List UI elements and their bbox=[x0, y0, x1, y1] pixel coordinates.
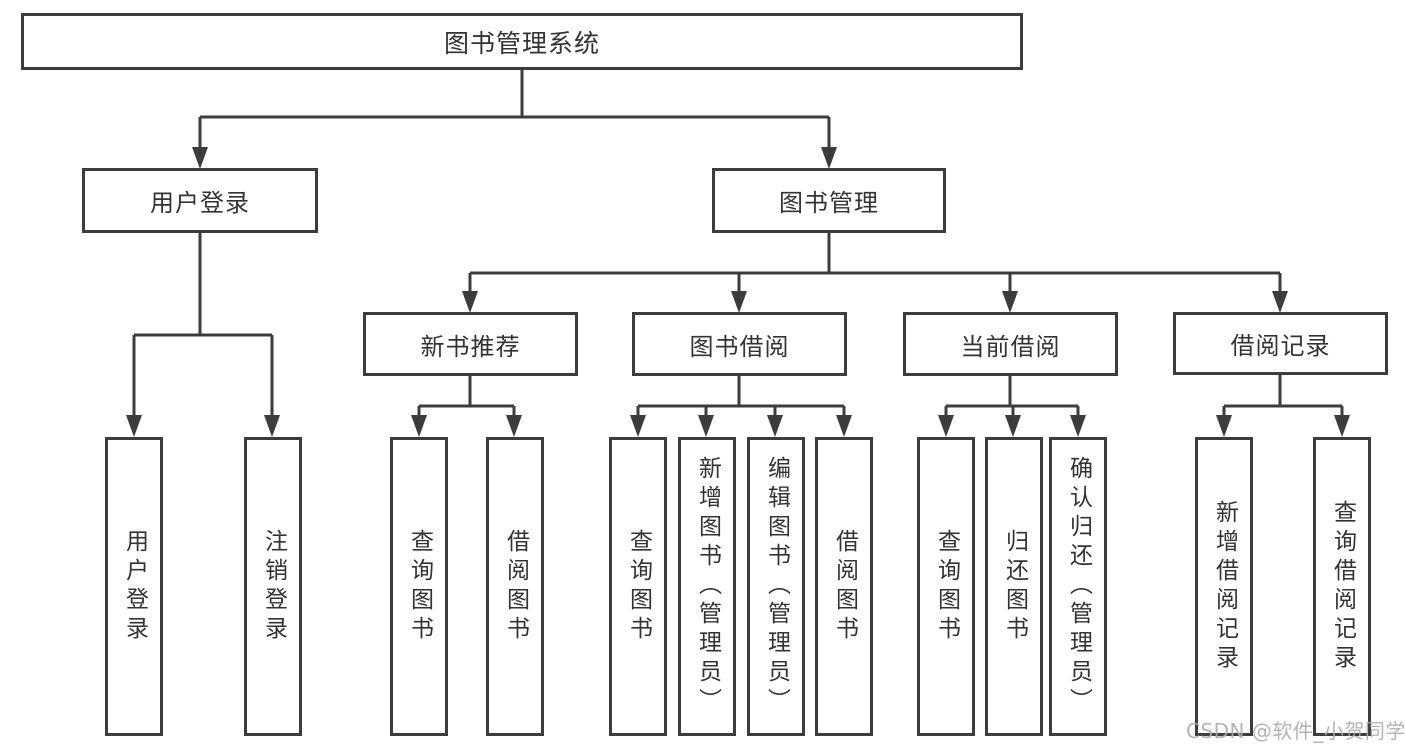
node-user-login-label: 用户登录 bbox=[121, 528, 148, 645]
node-record-query-record-label: 查询借阅记录 bbox=[1329, 499, 1356, 674]
node-borrowing-records-label: 借阅记录 bbox=[1230, 332, 1331, 360]
node-user-login: 用户登录 bbox=[105, 437, 163, 736]
connector-current-to-children bbox=[938, 376, 1086, 437]
node-book-borrowing-label: 图书借阅 bbox=[689, 332, 790, 361]
node-record-query-record: 查询借阅记录 bbox=[1313, 437, 1371, 736]
node-user-login-group: 用户登录 bbox=[82, 168, 318, 233]
node-book-management: 图书管理 bbox=[712, 168, 946, 233]
node-new-book-recommend-label: 新书推荐 bbox=[420, 332, 521, 361]
node-root-system: 图书管理系统 bbox=[21, 13, 1023, 70]
node-newbook-borrow-book-label: 借阅图书 bbox=[502, 528, 529, 645]
node-current-confirm-return-admin-label: 确认归还（管理员） bbox=[1065, 456, 1092, 717]
node-logout: 注销登录 bbox=[244, 437, 302, 736]
connector-root-to-level2 bbox=[192, 70, 837, 169]
node-current-return-book-label: 归还图书 bbox=[1001, 528, 1028, 645]
node-borrow-query-book-label: 查询图书 bbox=[625, 528, 652, 645]
node-borrow-borrow-book-label: 借阅图书 bbox=[831, 528, 858, 645]
connector-record-to-children bbox=[1216, 375, 1350, 437]
node-record-add-record-label: 新增借阅记录 bbox=[1211, 499, 1238, 674]
connector-newbook-to-children bbox=[411, 376, 522, 437]
connector-userlogin-to-children bbox=[126, 233, 280, 437]
node-new-book-recommend: 新书推荐 bbox=[363, 312, 578, 376]
node-borrow-query-book: 查询图书 bbox=[609, 437, 667, 736]
node-logout-label: 注销登录 bbox=[260, 528, 287, 645]
node-borrow-add-book-admin-label: 新增图书（管理员） bbox=[694, 456, 721, 717]
node-current-confirm-return-admin: 确认归还（管理员） bbox=[1049, 437, 1107, 736]
node-borrow-add-book-admin: 新增图书（管理员） bbox=[678, 437, 736, 736]
node-current-query-book-label: 查询图书 bbox=[933, 528, 960, 645]
node-borrowing-records: 借阅记录 bbox=[1173, 312, 1388, 375]
node-root-system-label: 图书管理系统 bbox=[443, 28, 600, 58]
node-newbook-query-book-label: 查询图书 bbox=[406, 528, 433, 645]
node-record-add-record: 新增借阅记录 bbox=[1195, 437, 1253, 736]
node-current-query-book: 查询图书 bbox=[917, 437, 975, 736]
node-borrow-edit-book-admin: 编辑图书（管理员） bbox=[747, 437, 805, 736]
node-book-management-label: 图书管理 bbox=[779, 189, 879, 217]
node-newbook-borrow-book: 借阅图书 bbox=[486, 437, 544, 736]
node-user-login-group-label: 用户登录 bbox=[150, 189, 250, 217]
node-book-borrowing: 图书借阅 bbox=[632, 312, 847, 376]
node-newbook-query-book: 查询图书 bbox=[390, 437, 448, 736]
node-current-borrowing-label: 当前借阅 bbox=[960, 332, 1061, 361]
node-current-return-book: 归还图书 bbox=[985, 437, 1043, 736]
csdn-watermark: CSDN @软件_小贺同学 bbox=[1186, 719, 1405, 743]
node-borrow-borrow-book: 借阅图书 bbox=[815, 437, 873, 736]
node-borrow-edit-book-admin-label: 编辑图书（管理员） bbox=[763, 456, 790, 717]
connector-borrow-to-children bbox=[630, 376, 852, 437]
node-current-borrowing: 当前借阅 bbox=[903, 312, 1118, 376]
connector-bookmgmt-to-level3 bbox=[462, 233, 1288, 313]
